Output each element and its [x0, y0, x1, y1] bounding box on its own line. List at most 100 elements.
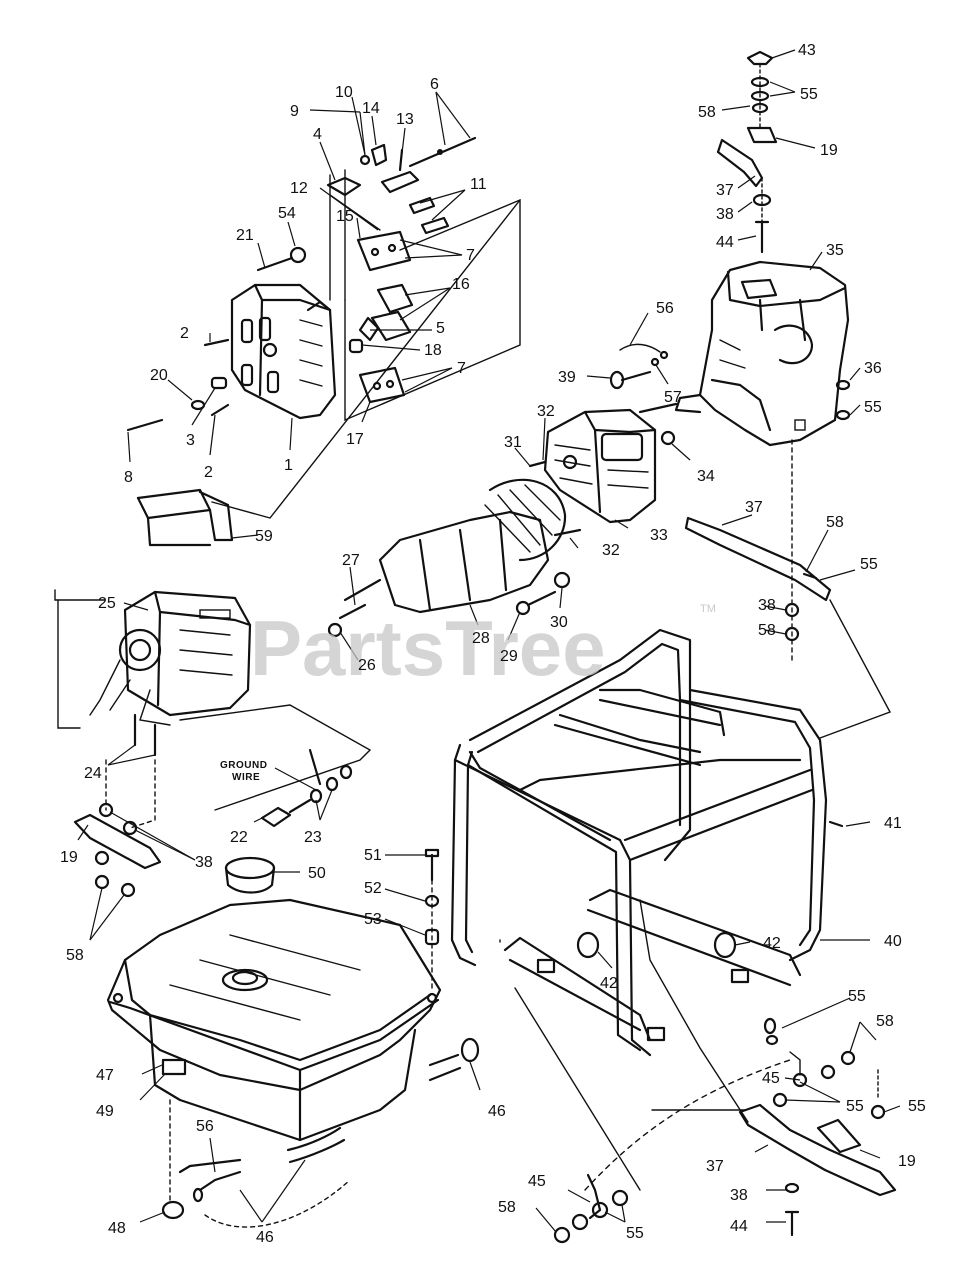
- panel-components: [126, 136, 477, 432]
- callout-20: 20: [150, 367, 168, 384]
- ground-wire-label-line2: WIRE: [232, 772, 260, 783]
- callout-19: 19: [820, 142, 838, 159]
- callout-10: 10: [335, 84, 353, 101]
- callout-6: 6: [430, 76, 439, 93]
- callout-37: 37: [745, 499, 763, 516]
- bolt-44-upper: [754, 220, 770, 254]
- callout-23: 23: [304, 829, 322, 846]
- callout-55: 55: [864, 399, 882, 416]
- callout-39: 39: [558, 369, 576, 386]
- callout-33: 33: [650, 527, 668, 544]
- engine-part-35: [638, 260, 850, 447]
- vibration-mount-42a: [576, 931, 600, 959]
- wing-nut-43: [746, 50, 774, 66]
- callout-52: 52: [364, 880, 382, 897]
- callout-4: 4: [313, 126, 322, 143]
- leader-lines: [77, 49, 901, 1233]
- callout-32: 32: [537, 403, 555, 420]
- callout-59: 59: [255, 528, 273, 545]
- callout-15: 15: [336, 208, 354, 225]
- lower-right-strap: [738, 1017, 897, 1237]
- callout-9: 9: [290, 103, 299, 120]
- callout-49: 49: [96, 1103, 114, 1120]
- callout-22: 22: [230, 829, 248, 846]
- callout-38: 38: [730, 1187, 748, 1204]
- callout-41: 41: [884, 815, 902, 832]
- callout-46: 46: [256, 1229, 274, 1246]
- callout-55: 55: [848, 988, 866, 1005]
- callout-51: 51: [364, 847, 382, 864]
- callout-55: 55: [626, 1225, 644, 1242]
- callout-21: 21: [236, 227, 254, 244]
- callout-36: 36: [864, 360, 882, 377]
- fuel-tank-47: [106, 898, 442, 1142]
- callout-58: 58: [758, 622, 776, 639]
- callout-44: 44: [716, 234, 734, 251]
- callout-19: 19: [898, 1153, 916, 1170]
- callout-29: 29: [500, 648, 518, 665]
- callout-5: 5: [436, 320, 445, 337]
- callout-19: 19: [60, 849, 78, 866]
- callout-56: 56: [656, 300, 674, 317]
- nut-34: [660, 430, 676, 446]
- strap-37-upper: [716, 138, 764, 188]
- watermark: PartsTree: [250, 604, 606, 692]
- callout-labels: 43 55 58 19 37 38 44 35 36 55 56 57 39 3…: [60, 42, 926, 1246]
- callout-2: 2: [180, 325, 189, 342]
- callout-43: 43: [798, 42, 816, 59]
- callout-7: 7: [466, 247, 475, 264]
- callout-58: 58: [876, 1013, 894, 1030]
- ground-wire-label-line1: GROUND: [220, 760, 267, 771]
- callout-12: 12: [290, 180, 308, 197]
- callout-57: 57: [664, 389, 682, 406]
- control-panel-housing-1: [230, 283, 337, 420]
- callout-37: 37: [716, 182, 734, 199]
- callout-27: 27: [342, 552, 360, 569]
- callout-38: 38: [716, 206, 734, 223]
- fuel-cap-50: [224, 856, 276, 894]
- watermark-trademark: TM: [700, 603, 716, 615]
- bracket-19-upper: [746, 126, 778, 144]
- callout-42: 42: [763, 935, 781, 952]
- callout-50: 50: [308, 865, 326, 882]
- callout-17: 17: [346, 431, 364, 448]
- callout-34: 34: [697, 468, 715, 485]
- callout-53: 53: [364, 911, 382, 928]
- fuel-line-assembly: [161, 1037, 480, 1228]
- callout-55: 55: [860, 556, 878, 573]
- rotor-28: [327, 478, 567, 638]
- frame-40: [450, 628, 844, 1057]
- callout-55: 55: [846, 1098, 864, 1115]
- upper-right-mount-hardware: [716, 50, 778, 254]
- callout-55: 55: [800, 86, 818, 103]
- decal-49: [161, 1058, 187, 1076]
- callout-40: 40: [884, 933, 902, 950]
- callout-1: 1: [284, 457, 293, 474]
- callout-58: 58: [698, 104, 716, 121]
- callout-45: 45: [528, 1173, 546, 1190]
- callout-28: 28: [472, 630, 490, 647]
- callout-38: 38: [195, 854, 213, 871]
- generator-housing-25: [89, 590, 252, 726]
- callout-45: 45: [762, 1070, 780, 1087]
- callout-35: 35: [826, 242, 844, 259]
- bottom-center-hardware: [514, 987, 791, 1244]
- callout-58: 58: [826, 514, 844, 531]
- callout-8: 8: [124, 469, 133, 486]
- callout-26: 26: [358, 657, 376, 674]
- mount-foot: [536, 958, 556, 974]
- callout-46: 46: [488, 1103, 506, 1120]
- callout-37: 37: [706, 1158, 724, 1175]
- callout-7: 7: [457, 360, 466, 377]
- callout-48: 48: [108, 1220, 126, 1237]
- callout-58: 58: [66, 947, 84, 964]
- callout-24: 24: [84, 765, 102, 782]
- left-mount-hardware: [73, 704, 372, 898]
- callout-47: 47: [96, 1067, 114, 1084]
- stator-housing-33: [528, 408, 676, 537]
- callout-56: 56: [196, 1118, 214, 1135]
- callout-3: 3: [186, 432, 195, 449]
- shroud-59: [136, 488, 234, 542]
- callout-54: 54: [278, 205, 296, 222]
